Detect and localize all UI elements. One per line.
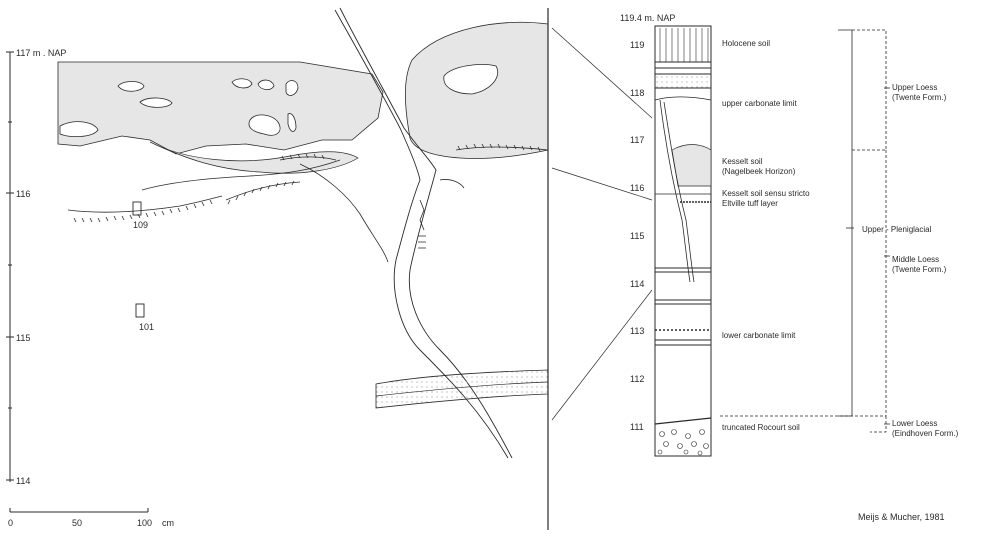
- column-tick-113: 113: [630, 326, 644, 336]
- label-upper-carbonate-limit: upper carbonate limit: [722, 99, 797, 108]
- label-nagelbeek-horizon: (Nagelbeek Horizon): [722, 167, 796, 176]
- lower-shaded-band: [376, 370, 548, 408]
- crack-branch: [300, 164, 388, 262]
- left-scale-top-label: 117 m . NAP: [16, 48, 66, 58]
- label-upper-loess-form: (Twente Form.): [892, 93, 947, 102]
- left-scale-tick-114: 114: [16, 476, 30, 486]
- column-tick-119: 119: [630, 40, 644, 50]
- column-tick-112: 112: [630, 374, 644, 384]
- bar-scale-100: 100: [137, 518, 152, 528]
- label-middle-loess-form: (Twente Form.): [892, 265, 947, 274]
- stratigraphic-column: [655, 26, 711, 456]
- sample-box-101: [136, 304, 144, 317]
- column-top-label: 119.4 m. NAP: [620, 13, 675, 23]
- label-kesselt-soil: Kesselt soil: [722, 157, 763, 166]
- label-eltville-tuff: Eltville tuff layer: [722, 199, 778, 208]
- bar-scale: 0 50 100 cm: [8, 508, 174, 528]
- column-tick-117: 117: [630, 135, 644, 145]
- label-upper-loess: Upper Loess: [892, 83, 937, 92]
- citation: Meijs & Mucher, 1981: [858, 512, 945, 522]
- left-scale-tick-116: 116: [16, 189, 30, 199]
- label-middle-loess: Middle Loess: [892, 255, 939, 264]
- bar-scale-50: 50: [72, 518, 82, 528]
- sample-box-109: [133, 202, 141, 215]
- connector-lines: [552, 28, 652, 420]
- sample-label-109: 109: [133, 220, 148, 230]
- column-tick-115: 115: [630, 231, 644, 241]
- left-depth-scale: 117 m . NAP 116 115 114: [6, 48, 66, 486]
- label-rocourt-soil: truncated Rocourt soil: [722, 423, 800, 432]
- stratigraphy-labels: Upper Loess (Twente Form.) Upper - Pleni…: [862, 83, 959, 438]
- sample-label-101: 101: [139, 322, 154, 332]
- column-tick-118: 118: [630, 88, 644, 98]
- label-kesselt-sensu-stricto: Kesselt soil sensu stricto: [722, 189, 810, 198]
- label-lower-loess: Lower Loess: [892, 419, 937, 428]
- column-tick-114: 114: [630, 279, 644, 289]
- bar-scale-unit: cm: [162, 518, 174, 528]
- label-holocene-soil: Holocene soil: [722, 39, 770, 48]
- column-tick-116: 116: [630, 183, 644, 193]
- left-scale-tick-115: 115: [16, 333, 30, 343]
- column-tick-111: 111: [630, 422, 644, 432]
- shaded-loess-body: [58, 62, 383, 154]
- label-lower-loess-form: (Eindhoven Form.): [892, 429, 959, 438]
- horizon-labels: Holocene soil upper carbonate limit Kess…: [722, 39, 810, 432]
- label-upper-pleniglacial: Upper - Pleniglacial: [862, 225, 932, 234]
- bar-scale-0: 0: [8, 518, 13, 528]
- label-lower-carbonate-limit: lower carbonate limit: [722, 331, 796, 340]
